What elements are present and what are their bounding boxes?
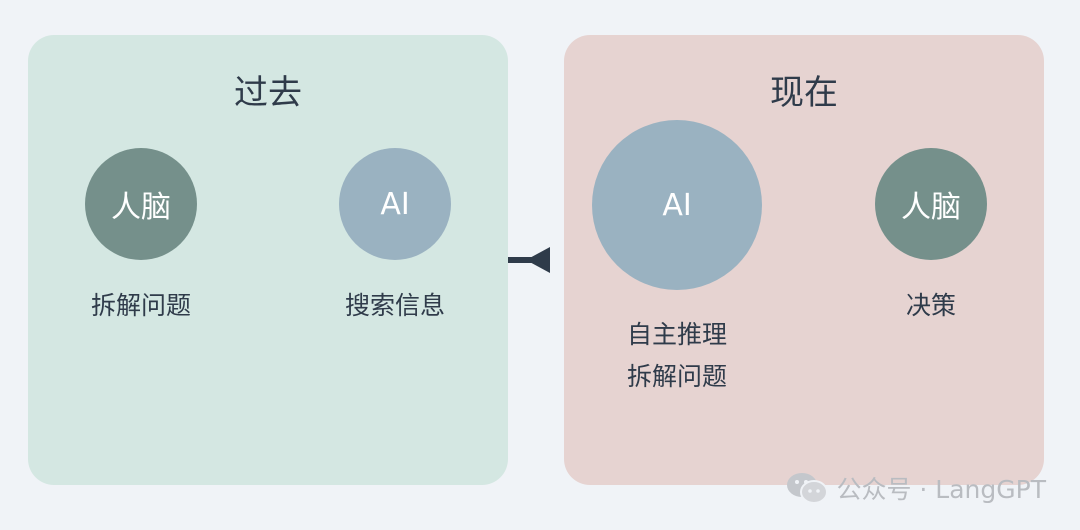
now-ai-caption: 自主推理 拆解问题 xyxy=(567,314,787,398)
now-brain-caption: 决策 xyxy=(905,291,956,320)
now-ai-circle: AI xyxy=(592,120,762,290)
past-brain-caption: 拆解问题 xyxy=(90,291,191,320)
now-ai-caption-line1: 自主推理 xyxy=(626,320,727,349)
watermark: 公众号 · LangGPT xyxy=(786,470,1046,506)
now-ai-label: AI xyxy=(662,187,692,223)
wechat-icon xyxy=(787,473,829,504)
arrow-shaft xyxy=(508,257,532,263)
past-title: 过去 xyxy=(234,73,302,113)
past-ai-label: AI xyxy=(380,186,410,222)
past-ai-circle: AI xyxy=(339,148,451,260)
past-brain-circle: 人脑 xyxy=(85,148,197,260)
now-ai-caption-line2: 拆解问题 xyxy=(626,362,727,391)
past-brain-label: 人脑 xyxy=(111,190,171,225)
now-title: 现在 xyxy=(770,73,838,113)
now-brain-label: 人脑 xyxy=(901,190,961,225)
now-panel: 现在 AI 自主推理 拆解问题 人脑 决策 xyxy=(564,35,1044,485)
now-brain-circle: 人脑 xyxy=(875,148,987,260)
watermark-text: 公众号 · LangGPT xyxy=(836,475,1046,504)
past-ai-caption: 搜索信息 xyxy=(344,291,445,320)
arrow-head xyxy=(526,247,550,273)
past-panel: 过去 人脑 拆解问题 AI 搜索信息 xyxy=(28,35,508,485)
transition-arrow xyxy=(508,247,550,273)
